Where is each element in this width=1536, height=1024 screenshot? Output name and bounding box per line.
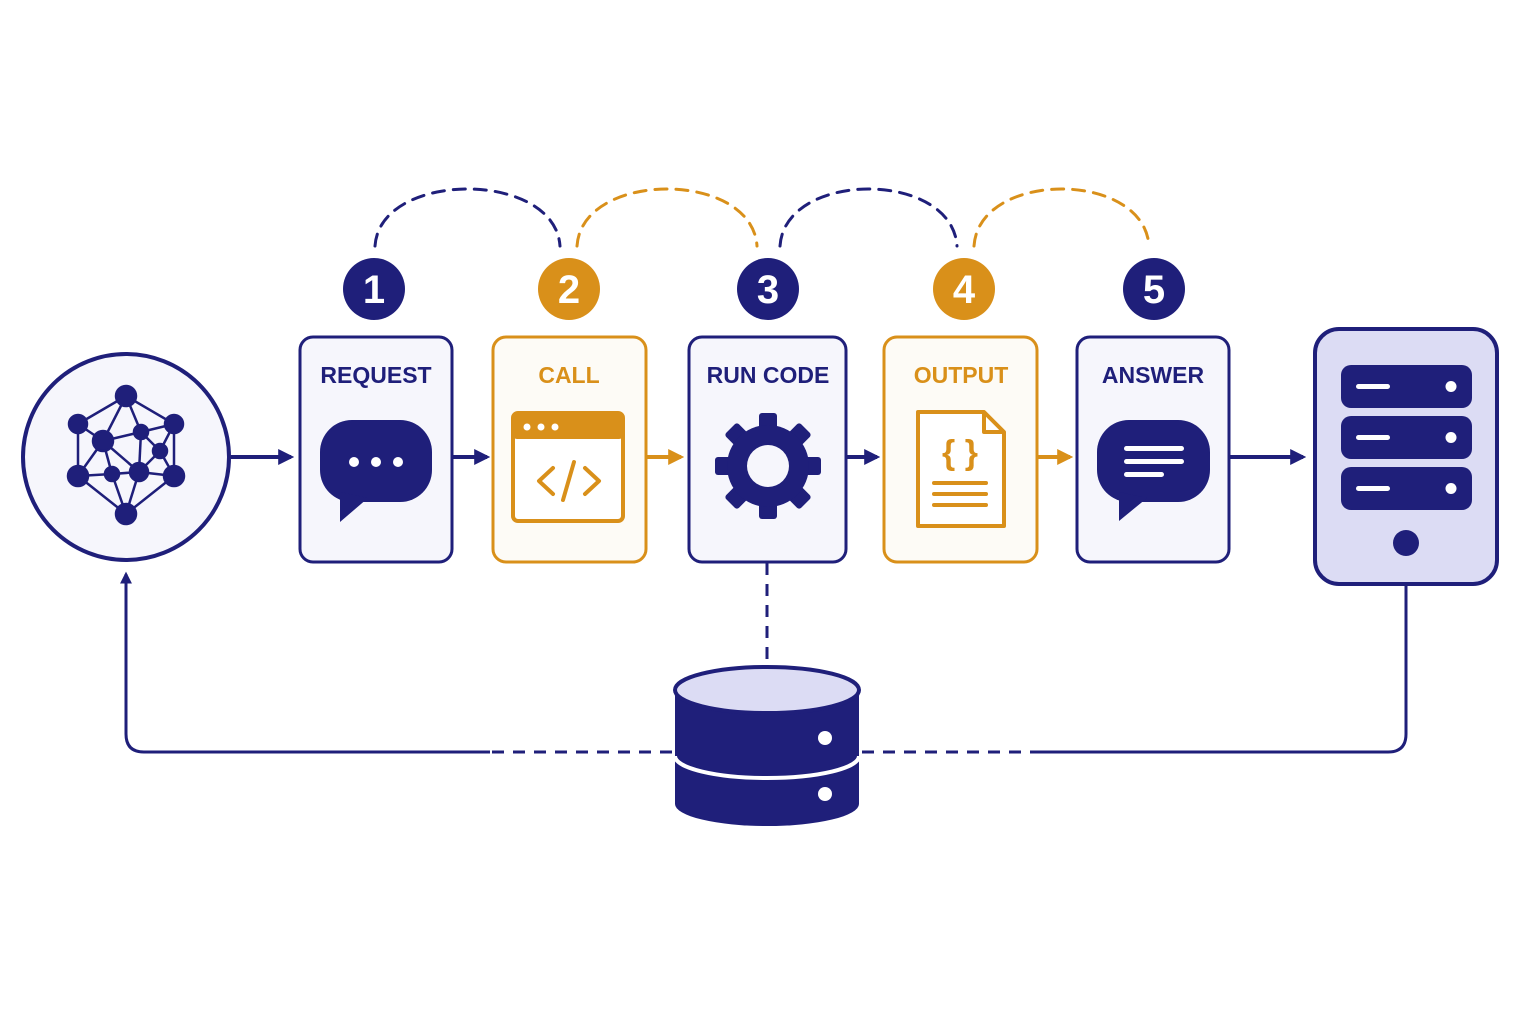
step-label: REQUEST — [320, 362, 431, 388]
badge-2: 2 — [538, 258, 600, 320]
speech-bubble-lines-icon — [1097, 420, 1210, 521]
step-output: OUTPUT { } — [882, 335, 1039, 564]
badge-5: 5 — [1123, 258, 1185, 320]
step-call: CALL — [491, 335, 648, 564]
step-label: ANSWER — [1102, 362, 1205, 388]
json-braces-icon: { } — [942, 434, 978, 472]
badge-number: 2 — [558, 268, 580, 312]
neural-network-icon — [66, 384, 186, 526]
badge-4: 4 — [933, 258, 995, 320]
json-document-icon: { } — [916, 410, 1006, 528]
model-node — [21, 352, 231, 562]
badge-1: 1 — [343, 258, 405, 320]
arc-2-3 — [575, 187, 759, 248]
badge-number: 3 — [757, 268, 779, 312]
arc-1-2 — [373, 187, 562, 248]
step-arcs — [373, 187, 1151, 248]
speech-bubble-dots-icon — [320, 420, 432, 522]
loop-server-side — [1042, 586, 1408, 754]
return-loop — [120, 571, 1408, 754]
loop-model-side — [120, 571, 490, 754]
badge-number: 4 — [953, 268, 976, 312]
arc-3-4 — [778, 187, 959, 248]
code-window-icon — [511, 411, 625, 523]
step-label: RUN CODE — [707, 362, 830, 388]
server-node — [1313, 327, 1499, 586]
gear-icon — [715, 413, 821, 519]
badge-number: 1 — [363, 268, 385, 312]
step-request: REQUEST — [298, 335, 454, 564]
step-label: CALL — [538, 362, 599, 388]
database-icon — [673, 665, 861, 826]
step-label: OUTPUT — [914, 362, 1009, 388]
arc-4-5 — [972, 187, 1151, 248]
step-run-code: RUN CODE — [687, 335, 848, 564]
server-rack-icon — [1341, 365, 1472, 556]
step-answer: ANSWER — [1075, 335, 1231, 564]
badge-3: 3 — [737, 258, 799, 320]
badge-number: 5 — [1143, 268, 1165, 312]
